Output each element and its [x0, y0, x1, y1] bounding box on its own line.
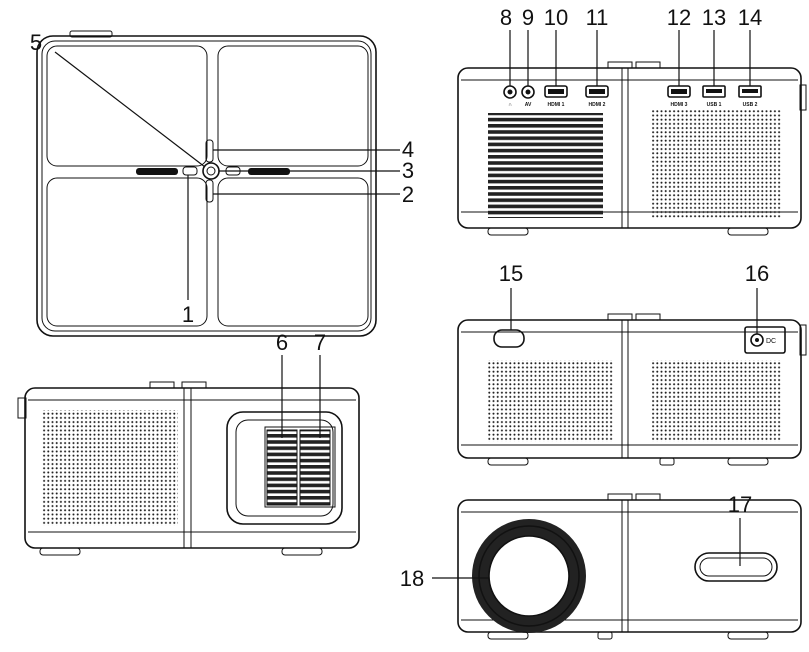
- focus-wheel-housing: [264, 426, 336, 508]
- callout-17: 17: [728, 492, 752, 517]
- dc-side-view: DC: [457, 288, 807, 466]
- callout-14: 14: [738, 5, 762, 30]
- hdmi3-label: HDMI 3: [671, 102, 688, 108]
- callout-2: 2: [402, 182, 414, 207]
- front-foot-right: [727, 631, 769, 640]
- headphone-icon: ∩: [508, 102, 512, 108]
- top-view-foot: [69, 30, 113, 38]
- dc-foot-right: [727, 457, 769, 466]
- power-button: [202, 162, 220, 180]
- front-top-foot-1: [607, 493, 633, 501]
- ir-receiver: [493, 329, 525, 348]
- top-view-inner-outline: [41, 40, 372, 332]
- callout-11: 11: [586, 5, 609, 30]
- dc-port-frame: [744, 326, 786, 354]
- side-left-bump: [17, 397, 27, 419]
- rear-foot-left: [487, 227, 529, 236]
- rear-foot-right: [727, 227, 769, 236]
- headphone-jack-center: [507, 89, 513, 95]
- callout-16: 16: [745, 261, 769, 286]
- leader-5: [54, 51, 206, 168]
- side-foot-left: [39, 547, 81, 556]
- rear-vent: [488, 113, 603, 218]
- dc-top-foot-1: [607, 313, 633, 321]
- hdmi2-label: HDMI 2: [589, 102, 606, 108]
- callout-3: 3: [402, 158, 414, 183]
- hdmi2-port-inner: [589, 89, 605, 94]
- speaker-grille-top-right: [217, 45, 369, 167]
- dc-left-grille: [488, 360, 613, 442]
- lens-window-inner: [235, 419, 334, 517]
- focus-wheel: [266, 429, 298, 506]
- side-top-foot-2: [181, 381, 207, 389]
- usb2-label: USB 2: [743, 102, 758, 108]
- callout-labels: 5 4 3 2 1 6 7 8 9 10 11 12 13 14 15 16 1…: [30, 5, 769, 591]
- top-button-long-left: [136, 168, 178, 175]
- callout-13: 13: [702, 5, 726, 30]
- dc-foot-middle: [659, 457, 675, 466]
- rear-right-bump: [799, 84, 807, 111]
- callout-8: 8: [500, 5, 512, 30]
- side-view: [17, 355, 360, 556]
- front-view: [432, 493, 802, 640]
- top-view-outline: [36, 35, 377, 337]
- rear-top-foot-2: [635, 61, 661, 69]
- callout-1: 1: [182, 302, 194, 327]
- av-label: AV: [525, 102, 532, 108]
- top-button-down: [205, 179, 214, 203]
- callout-10: 10: [544, 5, 568, 30]
- dc-label: DC: [766, 338, 776, 345]
- callout-5: 5: [30, 30, 42, 55]
- dc-right-grille: [652, 360, 782, 442]
- front-top-foot-2: [635, 493, 661, 501]
- rear-top-foot-1: [607, 61, 633, 69]
- speaker-grille-top-left: [46, 45, 208, 167]
- usb1-port-inner: [706, 89, 722, 93]
- hdmi1-label: HDMI 1: [548, 102, 565, 108]
- projection-lens: [488, 535, 570, 617]
- dc-jack-center: [755, 338, 759, 342]
- usb2-port-inner: [742, 89, 758, 93]
- power-button-inner: [206, 166, 216, 176]
- focus-slot-outer: [694, 552, 778, 582]
- callout-4: 4: [402, 137, 414, 162]
- side-top-foot-1: [149, 381, 175, 389]
- side-foot-right: [281, 547, 323, 556]
- usb1-label: USB 1: [707, 102, 722, 108]
- keystone-wheel: [299, 429, 331, 506]
- speaker-grille-bottom-left: [46, 177, 208, 327]
- top-view: [36, 30, 400, 337]
- dc-right-bump: [799, 324, 807, 356]
- focus-slot-inner: [699, 557, 773, 577]
- top-button-left: [182, 166, 198, 176]
- rear-speaker-grille: [652, 110, 782, 218]
- hdmi3-port-inner: [671, 89, 687, 94]
- dc-foot-left: [487, 457, 529, 466]
- callout-12: 12: [667, 5, 691, 30]
- rear-view: ∩ AV HDMI 1 HDMI 2 HDMI 3 USB 1 USB 2: [457, 30, 807, 236]
- av-jack-center: [525, 89, 531, 95]
- callout-18: 18: [400, 566, 424, 591]
- lens-window-outer: [226, 411, 343, 525]
- front-foot-middle: [597, 631, 613, 640]
- hdmi1-port-inner: [548, 89, 564, 94]
- side-speaker-grille: [42, 410, 178, 526]
- callout-7: 7: [314, 330, 326, 355]
- front-foot-left: [487, 631, 529, 640]
- dc-top-foot-2: [635, 313, 661, 321]
- top-button-up: [205, 139, 214, 163]
- callout-9: 9: [522, 5, 534, 30]
- callout-6: 6: [276, 330, 288, 355]
- callout-15: 15: [499, 261, 523, 286]
- speaker-grille-bottom-right: [217, 177, 369, 327]
